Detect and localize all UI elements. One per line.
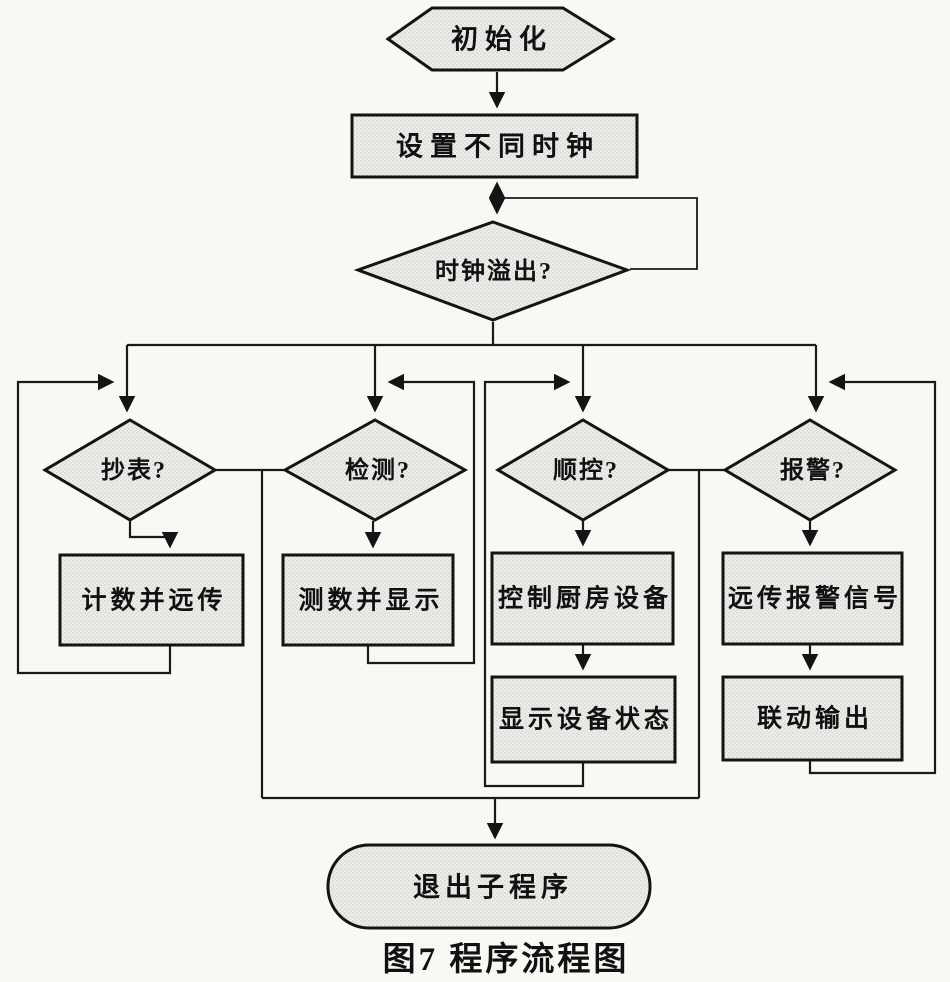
node-display-status-shape bbox=[490, 675, 677, 764]
node-count-transmit-label: 计数并远传 bbox=[81, 587, 227, 615]
node-measure-display-shape bbox=[281, 553, 455, 647]
node-seq-control-label: 顺控? bbox=[553, 458, 619, 484]
node-control-kitchen-shape bbox=[490, 551, 675, 646]
node-alarm-shape bbox=[722, 418, 898, 522]
edge-status-loop bbox=[483, 373, 585, 788]
node-init-label: 初始化 bbox=[451, 24, 553, 55]
edge-count-loop bbox=[16, 373, 172, 675]
node-detect-shape bbox=[281, 418, 469, 522]
node-detect-label: 检测? bbox=[345, 458, 411, 484]
node-clock-overflow-label: 时钟溢出? bbox=[435, 259, 553, 285]
node-count-transmit-shape bbox=[58, 553, 245, 647]
edge-measure-loop bbox=[366, 373, 476, 665]
node-exit-sub-shape bbox=[326, 843, 652, 930]
edge-linkage-loop bbox=[808, 373, 937, 775]
node-alarm-label: 报警? bbox=[780, 458, 846, 484]
node-set-clocks-shape bbox=[350, 113, 639, 179]
node-measure-display-label: 测数并显示 bbox=[298, 587, 444, 615]
node-meter-read-shape bbox=[42, 418, 218, 522]
node-exit-sub-label: 退出子程序 bbox=[413, 872, 573, 903]
node-seq-control-shape bbox=[495, 418, 671, 522]
node-remote-alarm-label: 远传报警信号 bbox=[727, 585, 903, 613]
node-linkage-output-shape bbox=[721, 675, 904, 762]
node-display-status-label: 显示设备状态 bbox=[498, 706, 674, 734]
node-remote-alarm-shape bbox=[721, 551, 904, 646]
figure-caption: 图7 程序流程图 bbox=[382, 942, 630, 978]
edge-meter-count bbox=[128, 520, 179, 549]
edge-overflow-loop bbox=[497, 197, 698, 270]
node-clock-overflow-shape bbox=[353, 220, 632, 322]
node-linkage-output-label: 联动输出 bbox=[756, 705, 874, 733]
node-set-clocks-label: 设置不同时钟 bbox=[396, 131, 600, 162]
node-init-shape bbox=[385, 6, 616, 72]
node-control-kitchen-label: 控制厨房设备 bbox=[497, 585, 673, 613]
node-meter-read-label: 抄表? bbox=[101, 458, 167, 484]
